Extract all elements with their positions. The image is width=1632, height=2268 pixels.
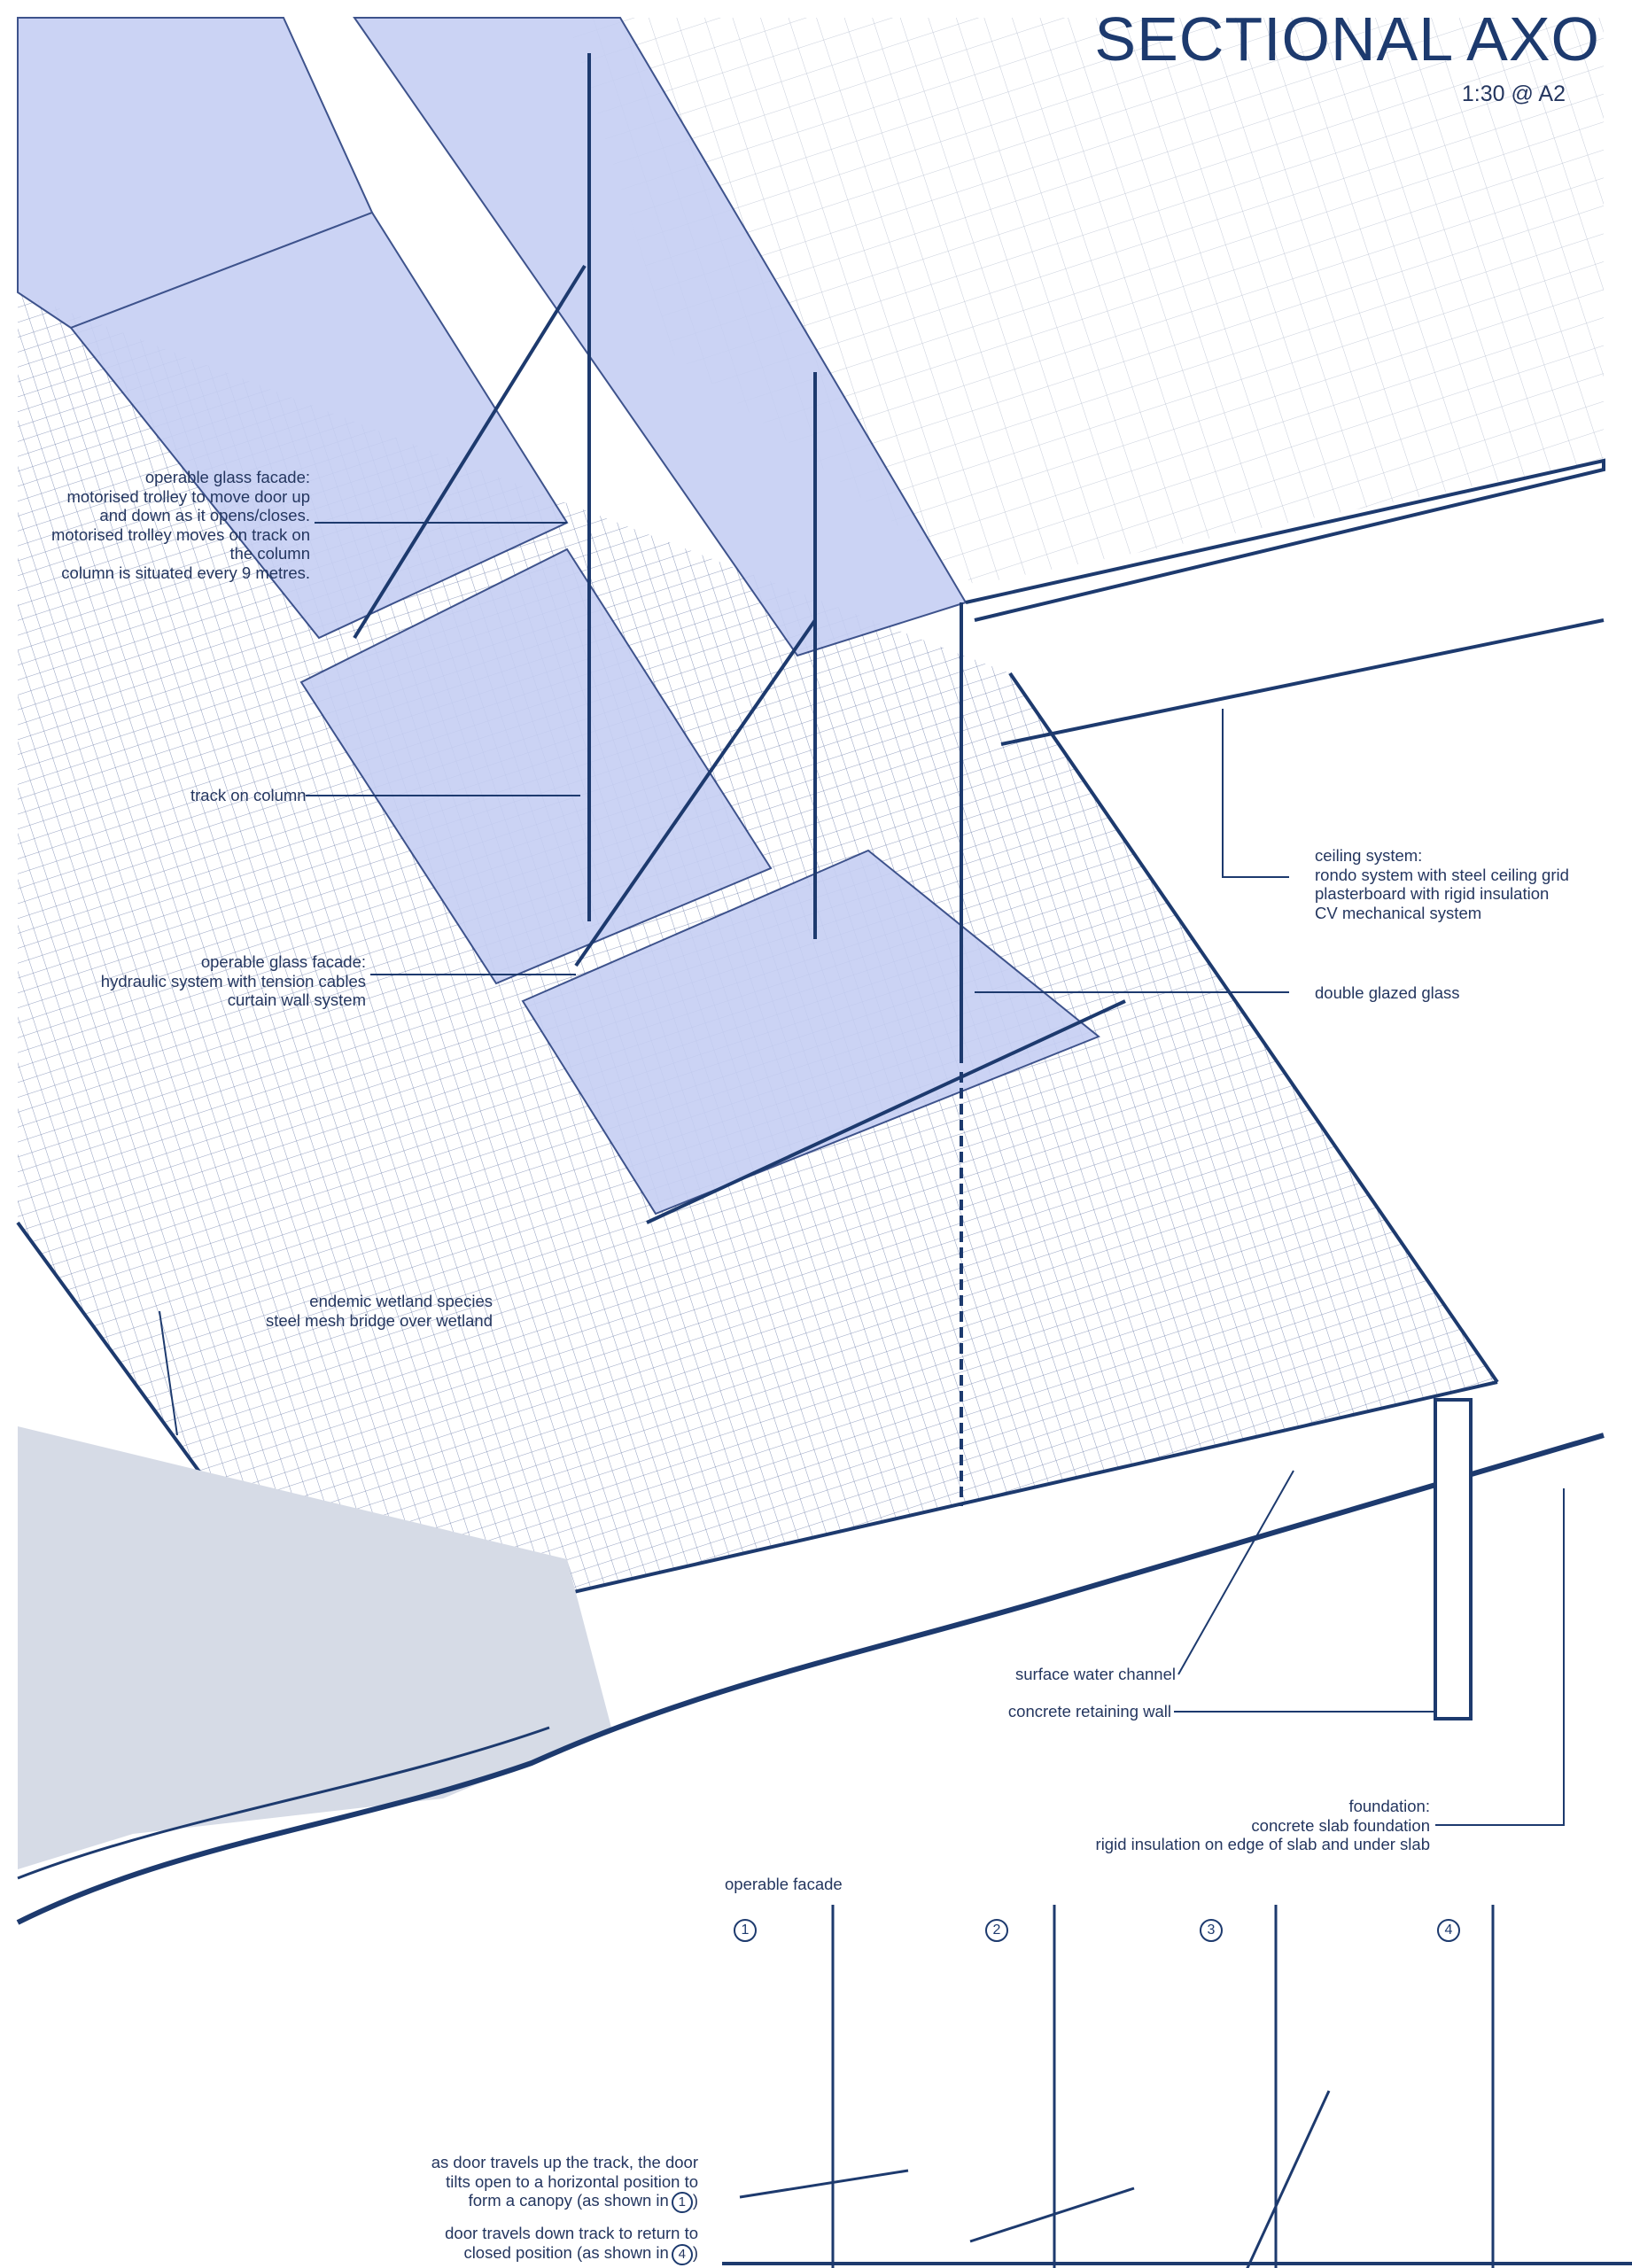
annotation-track: track on column bbox=[190, 786, 307, 804]
annotation-line: hydraulic system with tension cables bbox=[100, 971, 366, 990]
annotation-line: the column bbox=[229, 544, 311, 563]
annotation-line: column is situated every 9 metres. bbox=[61, 563, 310, 582]
facade-step-diagrams bbox=[722, 1905, 1632, 2268]
annotation-line: operable glass facade: bbox=[144, 468, 310, 486]
annotation-foundation: foundation: concrete slab foundation rig… bbox=[1096, 1797, 1430, 1854]
annotation-line: concrete slab foundation bbox=[1251, 1815, 1430, 1835]
step-2-marker: 2 bbox=[985, 1919, 1008, 1942]
glass-facade bbox=[17, 17, 1100, 1216]
annotation-line: motorised trolley to move door up bbox=[66, 486, 310, 506]
annotation-line: CV mechanical system bbox=[1315, 903, 1482, 922]
note-line: tilts open to a horizontal position to bbox=[446, 2171, 698, 2191]
wetland-water bbox=[18, 1426, 611, 1869]
note-text: form a canopy (as shown in bbox=[468, 2191, 669, 2210]
annotation-line: plasterboard with rigid insulation bbox=[1315, 884, 1550, 903]
annotation-line: operable glass facade: bbox=[200, 952, 366, 971]
drawing-scale: 1:30 @ A2 bbox=[1461, 82, 1566, 106]
annotation-line: steel mesh bridge over wetland bbox=[265, 1310, 493, 1330]
step-4-marker: 4 bbox=[1437, 1919, 1460, 1942]
annotation-channel: surface water channel bbox=[1015, 1665, 1176, 1683]
annotation-line: foundation: bbox=[1348, 1797, 1430, 1815]
annotation-retaining: concrete retaining wall bbox=[1007, 1702, 1171, 1720]
step-ref-4: 4 bbox=[671, 2243, 693, 2265]
step-3-marker: 3 bbox=[1200, 1919, 1223, 1942]
retaining-wall bbox=[1434, 1398, 1473, 1720]
annotation-ceiling: ceiling system: rondo system with steel … bbox=[1315, 846, 1569, 922]
facade-diagram-label: operable facade bbox=[725, 1875, 843, 1893]
annotation-hydraulic: operable glass facade: hydraulic system … bbox=[101, 952, 366, 1010]
annotation-line: rondo system with steel ceiling grid bbox=[1315, 865, 1569, 884]
note-text: closed position (as shown in bbox=[463, 2242, 669, 2262]
annotation-line: ceiling system: bbox=[1315, 846, 1423, 865]
note-close: door travels down track to return to clo… bbox=[445, 2224, 698, 2265]
annotation-glass: double glazed glass bbox=[1315, 983, 1460, 1002]
step-1-marker: 1 bbox=[734, 1919, 757, 1942]
note-open: as door travels up the track, the door t… bbox=[431, 2153, 698, 2213]
note-line: door travels down track to return to bbox=[445, 2224, 698, 2242]
page-title: SECTIONAL AXO bbox=[1094, 4, 1600, 74]
ground-line bbox=[16, 1433, 1605, 1925]
annotation-line: rigid insulation on edge of slab and und… bbox=[1095, 1835, 1430, 1853]
annotation-line: endemic wetland species bbox=[309, 1292, 493, 1310]
annotation-wetland: endemic wetland species steel mesh bridg… bbox=[266, 1292, 493, 1330]
note-line: as door travels up the track, the door bbox=[431, 2153, 698, 2171]
annotation-line: motorised trolley moves on track on bbox=[51, 524, 310, 544]
annotation-line: and down as it opens/closes. bbox=[99, 506, 310, 524]
step-ref-1: 1 bbox=[671, 2192, 693, 2213]
annotation-line: curtain wall system bbox=[227, 990, 366, 1009]
annotation-trolley: operable glass facade: motorised trolley… bbox=[51, 468, 310, 582]
